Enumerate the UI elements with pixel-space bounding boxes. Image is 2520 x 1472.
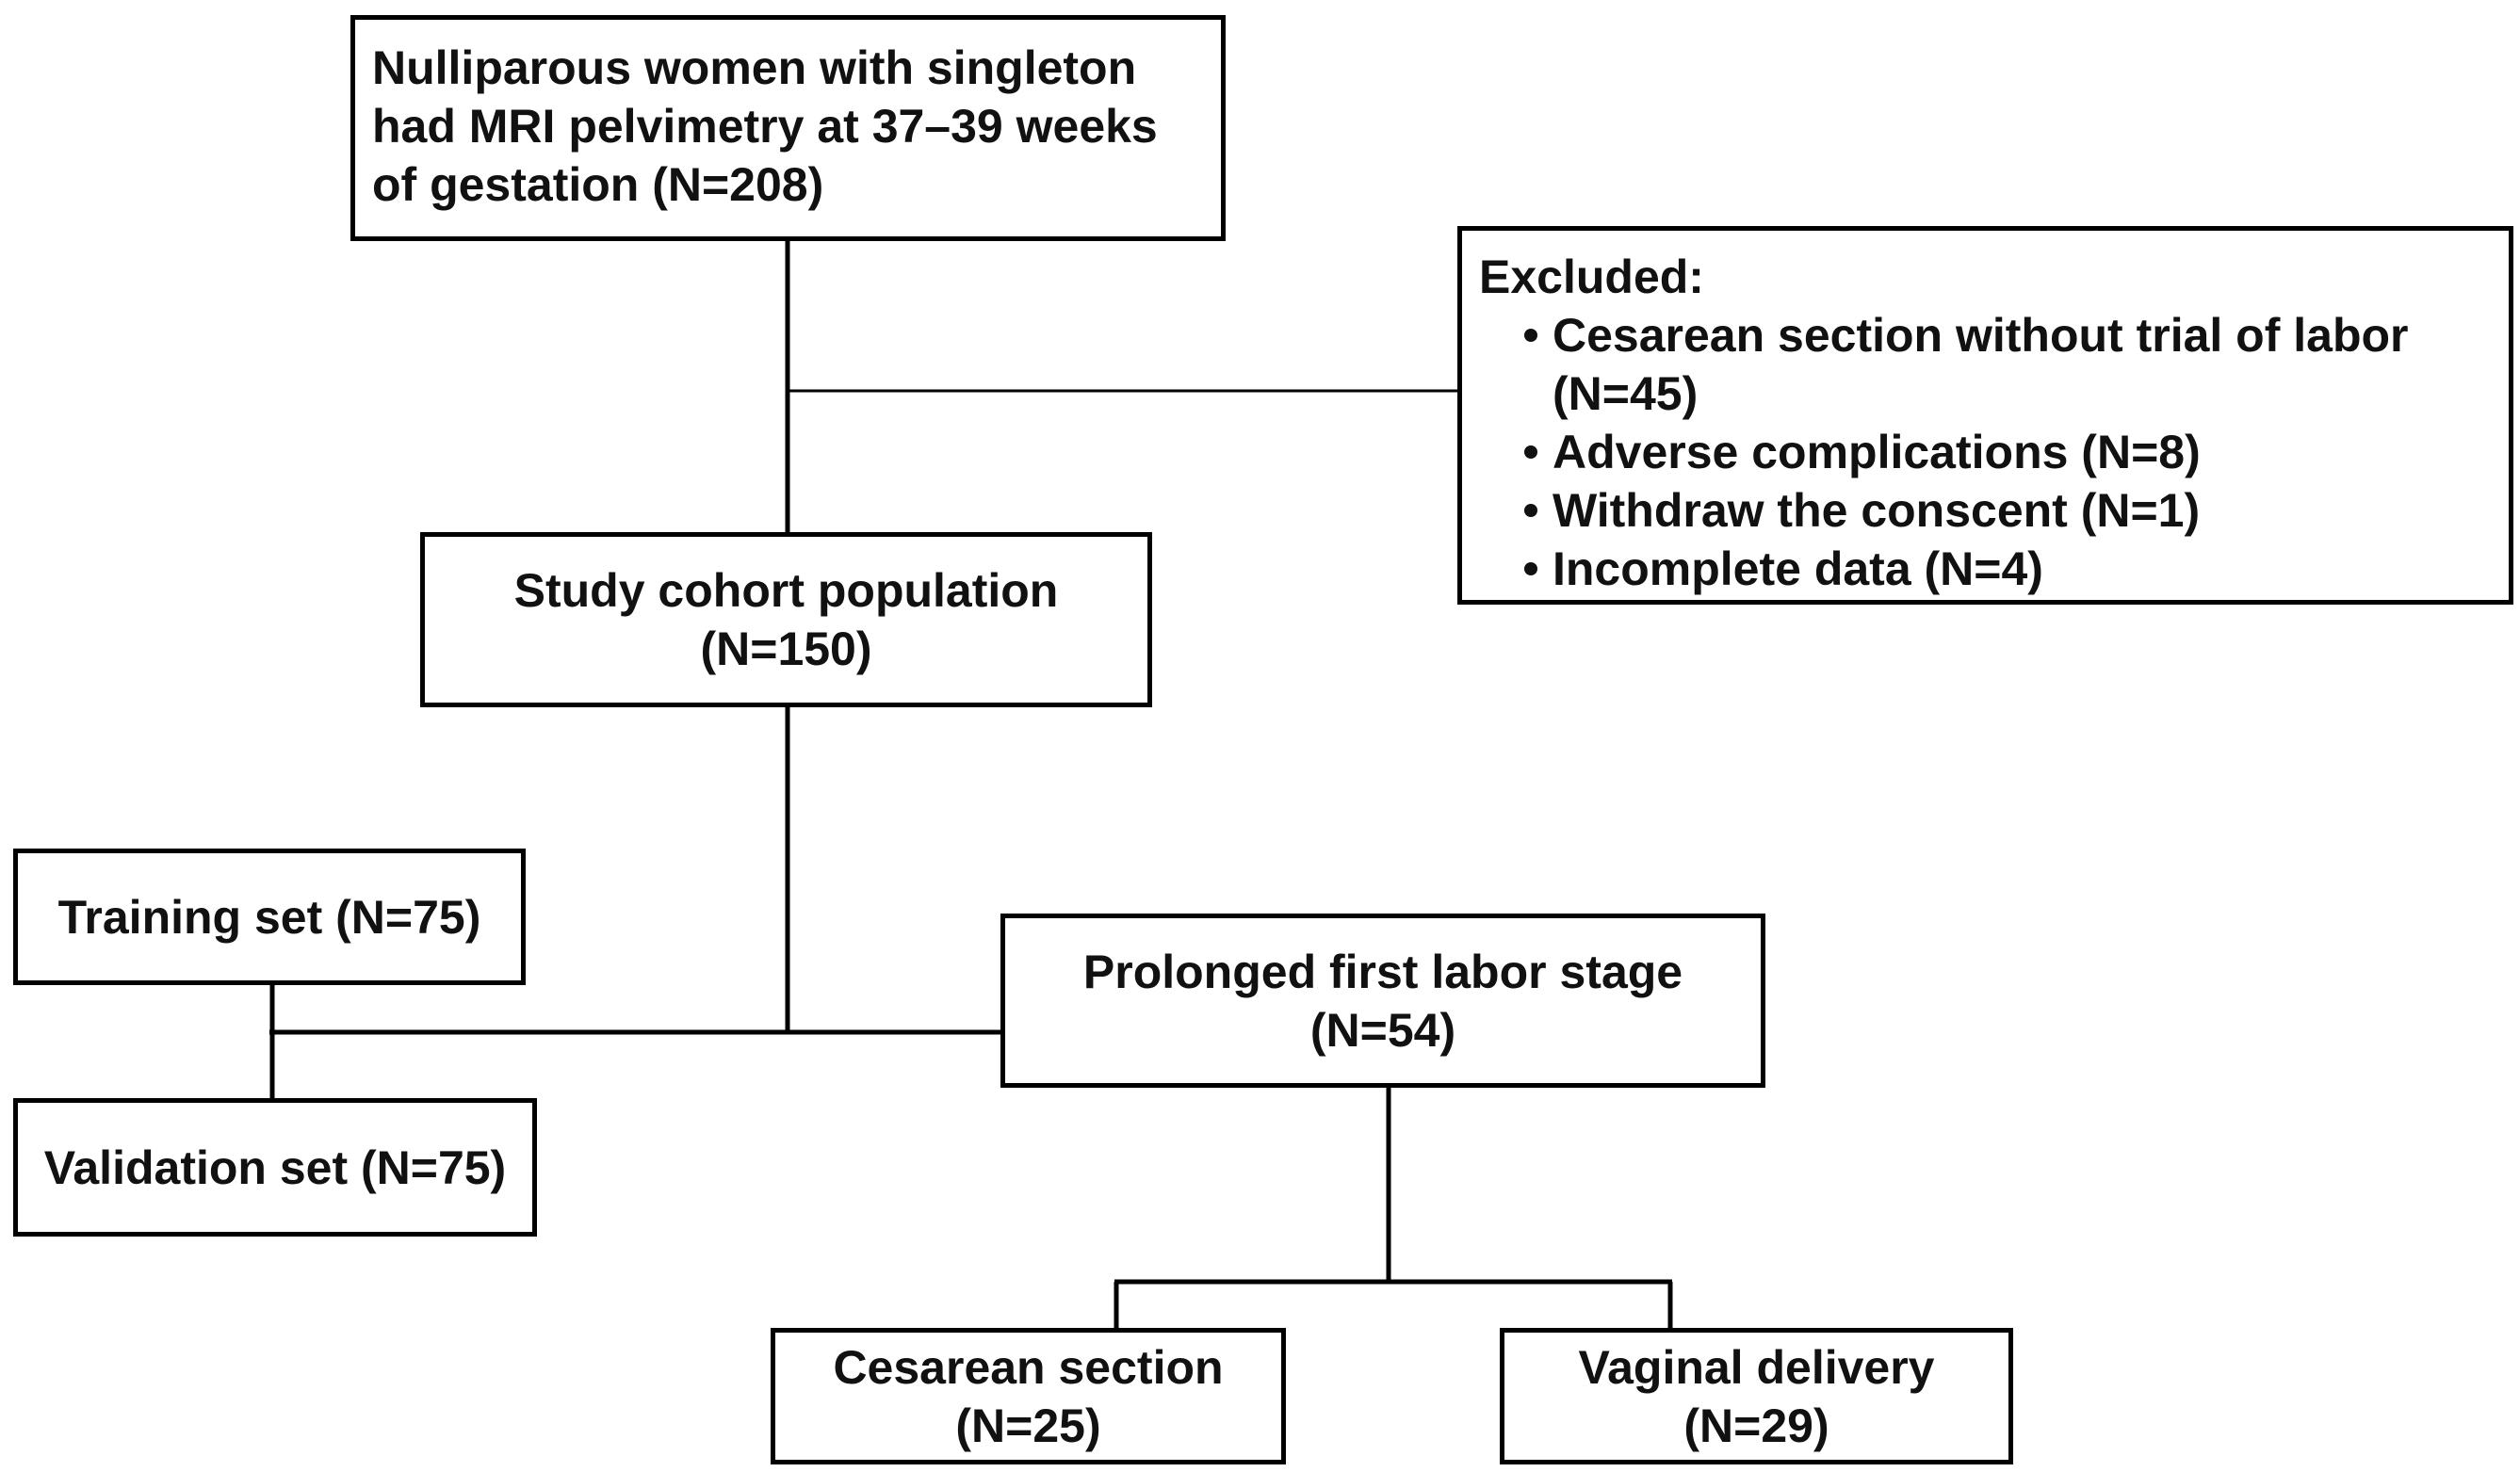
validation-box: Validation set (N=75): [13, 1098, 537, 1237]
vaginal-box-title: Vaginal delivery: [1578, 1340, 1935, 1394]
cohort-box: Study cohort population (N=150): [420, 532, 1152, 707]
excluded-item-text: Incomplete data (N=4): [1553, 542, 2043, 595]
bullet-icon: [1524, 562, 1537, 575]
cohort-box-count: (N=150): [700, 623, 872, 675]
excluded-item-count: (N=45): [1553, 367, 1699, 420]
prolonged-box-count: (N=54): [1309, 1003, 1456, 1057]
excluded-item-text: Cesarean section without trial of labor: [1553, 309, 2409, 362]
training-box-label: Training set (N=75): [57, 890, 481, 944]
excluded-item-text: Withdraw the conscent (N=1): [1553, 484, 2201, 537]
cohort-box-title: Study cohort population: [513, 564, 1059, 617]
excluded-item-complications: Adverse complications (N=8): [1479, 423, 2509, 481]
start-box-line-2: had MRI pelvimetry at 37–39 weeks: [372, 100, 1158, 153]
prolonged-box-title: Prolonged first labor stage: [1082, 945, 1683, 998]
excluded-list: Cesarean section without trial of labor …: [1479, 306, 2509, 598]
bullet-icon: [1524, 445, 1537, 459]
start-box-line-1: Nulliparous women with singleton: [372, 41, 1137, 94]
excluded-item-no-trial: Cesarean section without trial of labor …: [1479, 306, 2509, 423]
bullet-icon: [1524, 329, 1537, 342]
excluded-item-incomplete: Incomplete data (N=4): [1479, 540, 2509, 598]
excluded-title: Excluded:: [1479, 251, 1704, 303]
excluded-box: Excluded: Cesarean section without trial…: [1457, 226, 2513, 605]
prolonged-box: Prolonged first labor stage (N=54): [1000, 914, 1765, 1088]
validation-box-label: Validation set (N=75): [43, 1140, 507, 1194]
excluded-item-text: Adverse complications (N=8): [1553, 426, 2201, 478]
cesarean-box-count: (N=25): [955, 1399, 1101, 1452]
excluded-item-withdraw: Withdraw the conscent (N=1): [1479, 481, 2509, 540]
cesarean-box: Cesarean section (N=25): [771, 1328, 1286, 1464]
start-box-line-3: of gestation (N=208): [372, 158, 824, 211]
start-box: Nulliparous women with singleton had MRI…: [350, 15, 1226, 241]
vaginal-box: Vaginal delivery (N=29): [1500, 1328, 2013, 1464]
vaginal-box-count: (N=29): [1683, 1399, 1829, 1452]
cesarean-box-title: Cesarean section: [833, 1340, 1224, 1394]
bullet-icon: [1524, 504, 1537, 517]
training-box: Training set (N=75): [13, 849, 526, 985]
